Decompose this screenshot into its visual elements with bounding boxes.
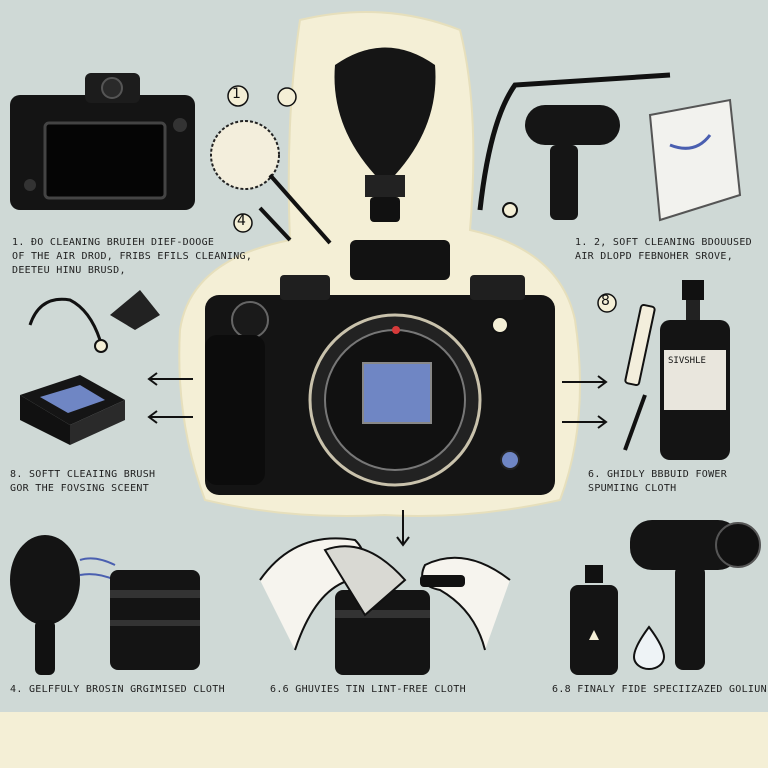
step-number-circle-1 bbox=[227, 85, 249, 107]
sensor-swab-box-icon bbox=[20, 375, 125, 445]
bottom-band bbox=[0, 712, 768, 768]
swab-icon bbox=[623, 303, 656, 451]
caption-mid-left: 8. SOFTT CLEAIING BRUSH GOR THE FOVSING … bbox=[10, 468, 155, 496]
hands-cleaning-lens-icon bbox=[259, 537, 511, 675]
caption-bottom-center: 6.6 GHUVIES TIN LINT-FREE CLOTH bbox=[270, 684, 466, 695]
tongs-icon bbox=[28, 297, 108, 353]
small-brush-icon bbox=[110, 290, 160, 330]
spray-bottle-icon bbox=[570, 565, 618, 675]
step-number-circle-8 bbox=[597, 293, 617, 313]
arrow-left-icon bbox=[147, 372, 193, 386]
arrow-right-icon bbox=[562, 375, 608, 389]
caption-line: AIR DLOPD FEBNOHER SROVE, bbox=[575, 251, 734, 262]
step-number-8: 8 bbox=[601, 293, 610, 309]
camera-front-icon bbox=[205, 240, 555, 495]
blower-dryer-icon bbox=[630, 520, 761, 670]
caption-top-right: 1. 2, SOFT CLEANING BDOUUSED AIR DLOPD F… bbox=[575, 236, 752, 264]
step-number-4: 4 bbox=[237, 213, 246, 229]
bottle-label: SIVSHLE bbox=[668, 356, 706, 366]
step-number-circle-4 bbox=[233, 213, 253, 233]
hose-icon bbox=[477, 72, 671, 220]
arrow-down-icon bbox=[396, 510, 410, 547]
fluffy-brush-icon bbox=[210, 120, 332, 245]
caption-bottom-left: 4. GELFFULY BROSIN GRGIMISED CLOTH bbox=[10, 684, 225, 695]
caption-line: 6. GHIDLY BBBUID FOWER bbox=[588, 469, 728, 480]
caption-line: 1. 2, SOFT CLEANING BDOUUSED bbox=[575, 237, 752, 248]
caption-line: DEETEU HINU BRUSD, bbox=[12, 265, 126, 276]
lens-icon bbox=[110, 570, 200, 670]
liquid-drop-icon bbox=[632, 625, 666, 670]
air-blower-icon bbox=[334, 47, 436, 222]
caption-line: GOR THE FOVSING SCEENT bbox=[10, 483, 150, 494]
cloth-icon bbox=[648, 98, 742, 222]
caption-bottom-right: 6.8 FINALY FIDE SPECIIZAZED GOLIUN. bbox=[552, 684, 768, 695]
step-number-1: 1 bbox=[232, 86, 241, 102]
dot-icon bbox=[277, 87, 297, 107]
cleaning-solution-bottle-icon bbox=[660, 280, 730, 460]
arrow-left-icon bbox=[147, 410, 193, 424]
caption-line: 8. SOFTT CLEAIING BRUSH bbox=[10, 469, 156, 480]
caption-mid-right: 6. GHIDLY BBBUID FOWER SPUMIING CLOTH bbox=[588, 468, 727, 496]
small-tool-icon bbox=[258, 206, 292, 242]
caption-line: SPUMIING CLOTH bbox=[588, 483, 677, 494]
rubber-blower-icon bbox=[10, 535, 116, 675]
arrow-right-icon bbox=[562, 415, 608, 429]
camera-back-icon bbox=[10, 73, 195, 210]
caption-line: 1. ĐO CLEANING BRUIEH DIEF-DOOGE bbox=[12, 237, 215, 248]
caption-top-left: 1. ĐO CLEANING BRUIEH DIEF-DOOGE OF THE … bbox=[12, 236, 252, 278]
caption-line: OF THE AIR DROD, FRIBS EFILS CLEANING, bbox=[12, 251, 253, 262]
